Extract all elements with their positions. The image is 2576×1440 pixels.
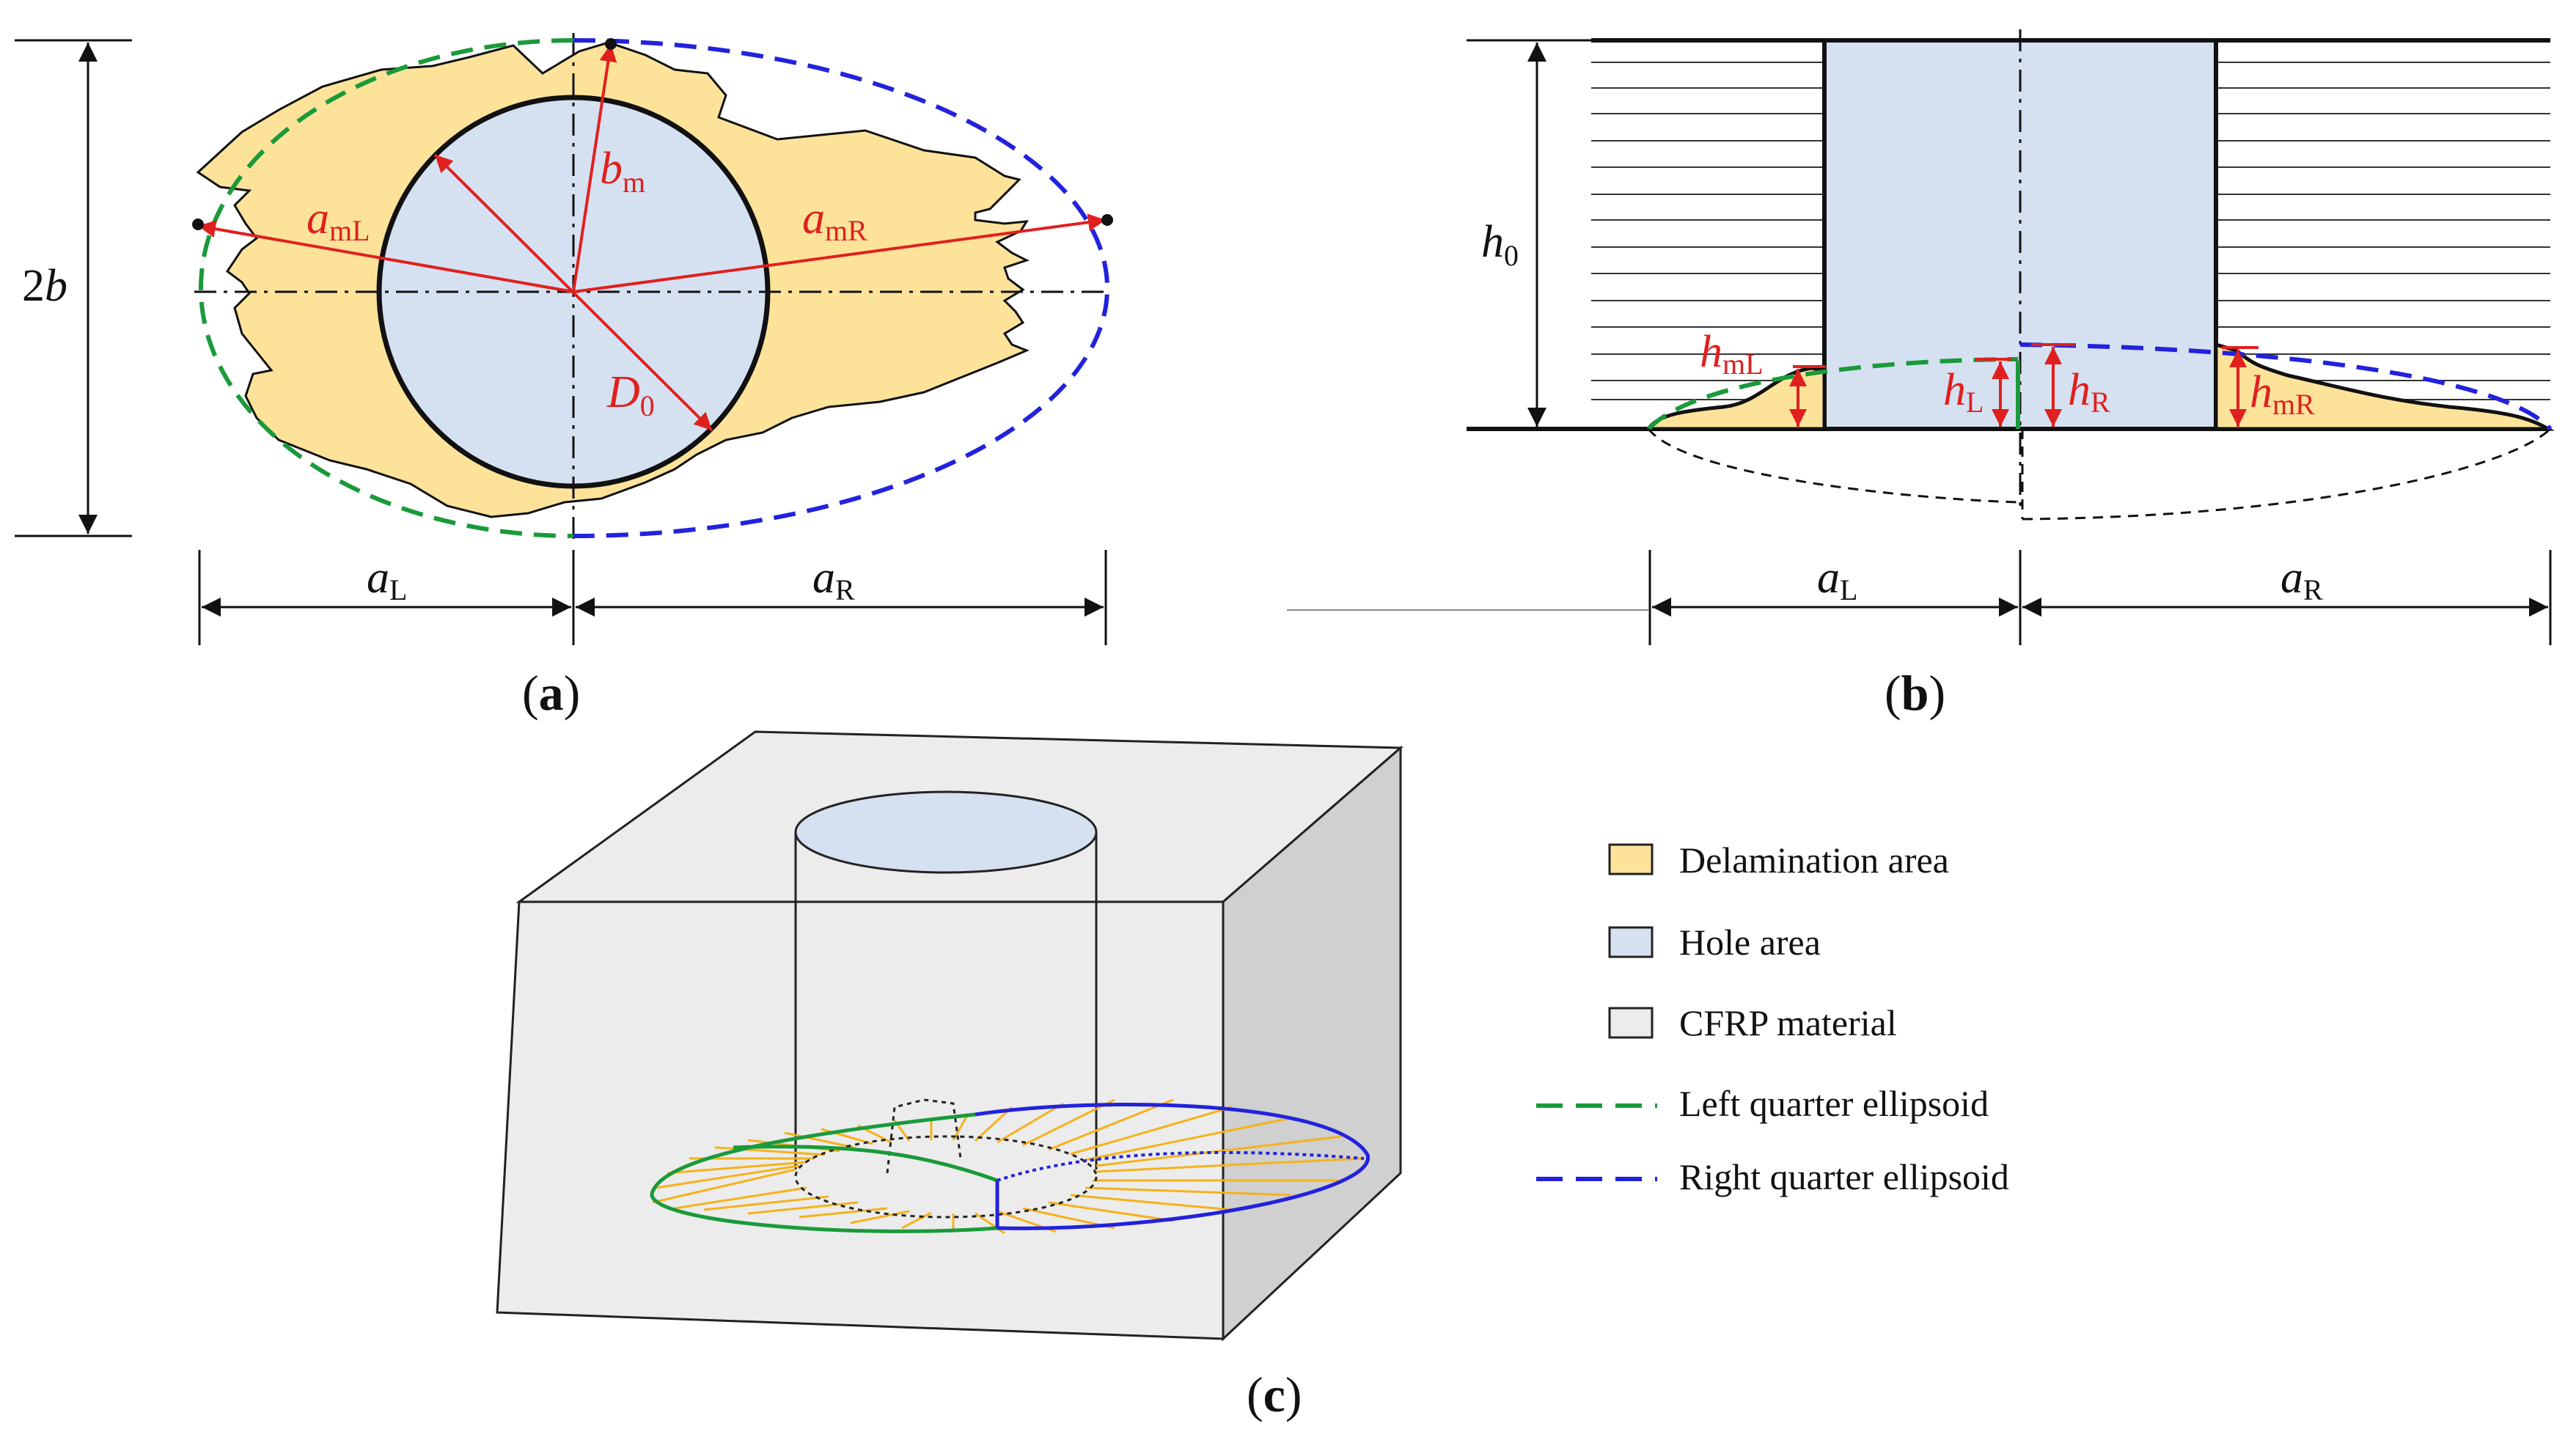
label-h-mR: hmR: [2250, 367, 2315, 421]
legend-item-delamination: Delamination area: [1608, 840, 1949, 881]
label-D0: D0: [606, 367, 655, 422]
lower-ellipse-side: [1647, 427, 2552, 521]
panel-label-b: (b): [1885, 665, 1945, 721]
legend-item-cfrp: CFRP material: [1608, 1002, 1897, 1043]
legend-item-right-ellipsoid: Right quarter ellipsoid: [1536, 1156, 2009, 1197]
block-front-face: [496, 900, 1225, 1340]
hole-bottom-ellipse: [794, 1135, 1098, 1219]
label-h-mL: hmL: [1700, 327, 1764, 381]
left-quarter-ellipse-3d: [650, 1112, 998, 1233]
left-quarter-ellipse-side: [1646, 357, 2019, 431]
ply-lines-left: [1591, 62, 1824, 400]
panel-label-c: (c): [1247, 1367, 1302, 1422]
panel-b-side-view: h0 hmL hL hR hmR aL aR: [1287, 29, 2555, 721]
panel-a-top-view: 2b aL aR bm amL amR D0 (a): [15, 33, 1113, 721]
delamination-right-section: [2214, 342, 2555, 431]
svg-text:Delamination area: Delamination area: [1679, 840, 1949, 881]
svg-text:Right quarter ellipsoid: Right quarter ellipsoid: [1679, 1156, 2009, 1197]
panel-c-3d-view: (c): [496, 730, 1403, 1422]
left-quarter-ellipse-top: [199, 38, 574, 538]
svg-text:CFRP material: CFRP material: [1679, 1002, 1897, 1043]
label-aL-side: aL: [1817, 553, 1857, 606]
endpoint-right: [1101, 214, 1113, 226]
label-aL-top: aL: [367, 553, 407, 606]
arrow-D0: [433, 153, 713, 432]
label-h-L: hL: [1943, 365, 1984, 419]
legend-swatch-delamination: [1608, 843, 1654, 875]
label-2b: 2b: [22, 261, 67, 311]
label-aR-top: aR: [812, 553, 855, 606]
legend-swatch-cfrp: [1608, 1007, 1654, 1039]
legend-item-left-ellipsoid: Left quarter ellipsoid: [1536, 1083, 1989, 1124]
svg-text:Left quarter ellipsoid: Left quarter ellipsoid: [1679, 1083, 1989, 1124]
ply-lines-right: [2216, 62, 2550, 400]
label-a-mR: amR: [802, 194, 867, 247]
svg-text:Hole area: Hole area: [1679, 922, 1821, 963]
endpoint-top: [605, 38, 617, 50]
legend-item-hole: Hole area: [1608, 922, 1821, 963]
label-b-m: bm: [600, 144, 645, 199]
right-quarter-ellipse-side: [2019, 342, 2553, 431]
label-h0: h0: [1481, 217, 1519, 272]
label-h-R: hR: [2068, 365, 2110, 419]
right-quarter-ellipse-3d: [975, 1103, 1370, 1230]
label-aR-side: aR: [2280, 553, 2323, 606]
panel-label-a: (a): [522, 665, 580, 721]
hole-top-ellipse: [794, 790, 1098, 874]
legend: Delamination area Hole area CFRP materia…: [1536, 840, 2009, 1197]
endpoint-left: [192, 218, 204, 230]
label-a-mL: amL: [307, 194, 370, 247]
legend-swatch-hole: [1608, 926, 1654, 958]
